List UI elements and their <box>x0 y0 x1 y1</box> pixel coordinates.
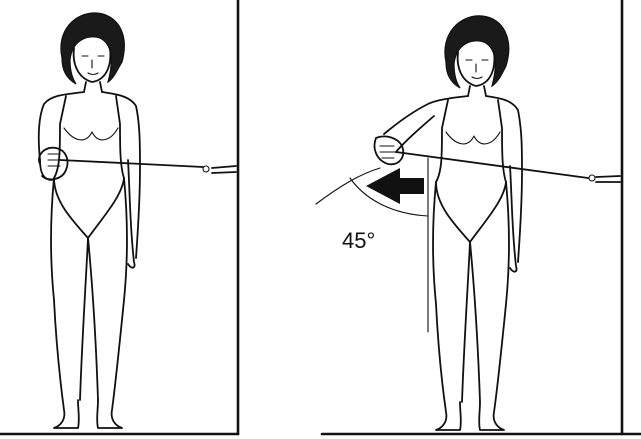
figure-standing <box>39 13 140 428</box>
right-forearm <box>128 160 135 268</box>
neck <box>84 82 102 92</box>
band-ring-right <box>589 175 595 181</box>
right-leg <box>97 178 127 428</box>
left-leg <box>51 178 79 428</box>
right-leg-right <box>479 182 509 430</box>
wall-anchor-right <box>596 176 620 182</box>
fist-rotated <box>375 136 404 164</box>
inner-legs-right <box>462 242 480 402</box>
wall-anchor <box>212 166 236 173</box>
direction-arrow <box>366 168 424 204</box>
panel-rotated-position: 45° <box>316 0 641 434</box>
left-leg-right <box>433 182 461 430</box>
figure-rotated <box>375 16 523 430</box>
hair <box>61 13 124 84</box>
swimsuit-neckline <box>64 128 118 140</box>
inner-legs <box>80 238 98 400</box>
upper-arm-rotated <box>384 96 468 134</box>
facial-features-right <box>466 60 488 79</box>
elastic-band <box>60 160 203 167</box>
facial-features <box>82 56 104 75</box>
neck-right <box>468 86 486 96</box>
band-ring <box>203 166 209 172</box>
elastic-band-right <box>396 152 588 178</box>
swimsuit-right <box>436 100 506 242</box>
panel-start-position <box>0 0 238 434</box>
swimsuit <box>54 96 124 238</box>
right-arm-2 <box>486 96 522 262</box>
right-arm <box>102 92 140 258</box>
fist-fingers-rotated <box>380 146 396 158</box>
right-forearm-2 <box>510 166 517 272</box>
swimsuit-neckline-right <box>446 132 500 144</box>
angle-label: 45° <box>342 228 375 253</box>
hair-right <box>445 16 509 88</box>
